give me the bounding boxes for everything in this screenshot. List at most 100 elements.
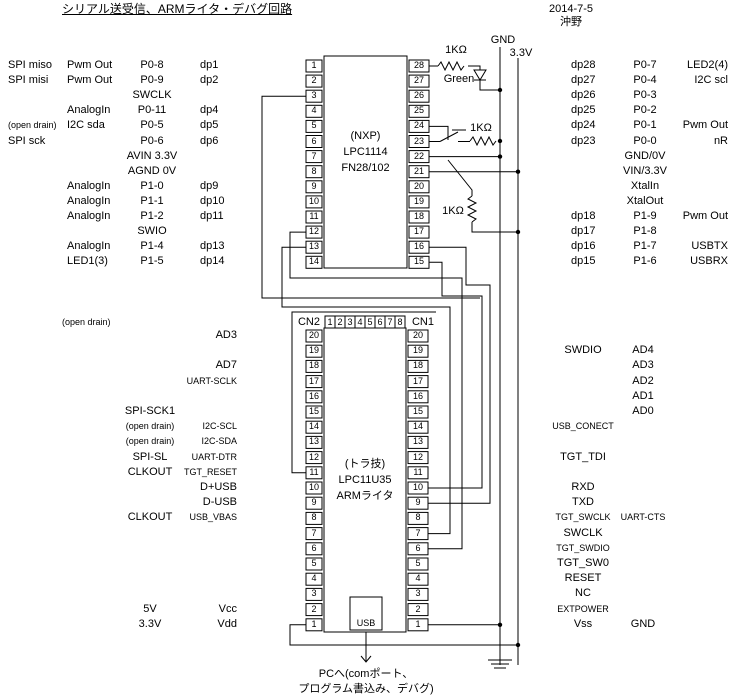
wire-swio bbox=[289, 231, 463, 550]
chip1-right-pin-number: 28 bbox=[413, 60, 425, 70]
chip1-left-pin-number: 2 bbox=[311, 75, 317, 86]
chip1-right-port: P0-2 bbox=[633, 104, 657, 117]
chip2-right-func-b: GND bbox=[630, 617, 656, 630]
chip2-left-pin bbox=[305, 527, 323, 541]
chip1-right-port: P0-7 bbox=[633, 59, 657, 71]
chip1-left-pin-number: 10 bbox=[308, 195, 320, 206]
led-label: Green bbox=[443, 73, 475, 85]
chip2-right-func-a: SWCLK bbox=[563, 526, 603, 539]
dip-switch-number: 4 bbox=[357, 317, 363, 327]
chip1-left-port: AVIN 3.3V bbox=[126, 149, 178, 162]
chip1-right-port: XtalIn bbox=[630, 179, 660, 192]
chip1-left-pin-number: 13 bbox=[308, 241, 320, 252]
chip1-right-pin-number: 21 bbox=[413, 165, 425, 176]
chip1-left-dp: dp13 bbox=[200, 240, 225, 253]
chip2-left-pin bbox=[305, 557, 323, 571]
chip1-left-pin-number: 11 bbox=[309, 211, 319, 221]
chip2-right-pin bbox=[407, 390, 429, 404]
chip2-right-pin bbox=[407, 511, 429, 525]
chip1-left-func1: SPI miso bbox=[8, 59, 53, 71]
dip-switch-number: 6 bbox=[377, 317, 383, 327]
resistor-r1 bbox=[437, 60, 465, 72]
push-switch bbox=[439, 131, 459, 142]
chip2-left-pin bbox=[305, 451, 323, 465]
junction-dot bbox=[515, 229, 521, 235]
chip1-left-pin-number: 5 bbox=[311, 120, 317, 131]
chip1-left-pin-number: 3 bbox=[311, 90, 317, 101]
chip1-left-pin bbox=[305, 59, 323, 73]
chip1-name-line: FN28/102 bbox=[341, 162, 390, 174]
chip1-left-pin bbox=[305, 210, 323, 224]
chip2-left-func-a: CLKOUT bbox=[127, 511, 173, 524]
chip2-left-pin-number: 14 bbox=[308, 421, 320, 432]
chip2-right-pin bbox=[407, 420, 429, 434]
chip2-right-pin-number: 5 bbox=[415, 558, 421, 568]
wire bbox=[447, 159, 473, 196]
dip-switch-number: 3 bbox=[347, 317, 353, 327]
chip1-left-pin bbox=[305, 180, 323, 194]
chip1-right-dp: dp27 bbox=[571, 74, 596, 87]
junction-dot bbox=[515, 169, 521, 174]
chip1-left-pin-number: 8 bbox=[311, 165, 317, 176]
chip2-right-func-a: TXD bbox=[572, 496, 594, 509]
chip2-left-pin-number: 8 bbox=[311, 512, 317, 523]
chip2-left-func-b: UART-SCLK bbox=[186, 375, 237, 386]
chip1-right-pin-number: 23 bbox=[413, 135, 425, 146]
chip1-right-port: VIN/3.3V bbox=[622, 164, 668, 177]
chip1-right-pin bbox=[408, 180, 430, 194]
chip2-left-pin-number: 11 bbox=[309, 466, 319, 477]
wire bbox=[471, 222, 518, 233]
cn2-label: CN2 bbox=[297, 316, 321, 328]
chip2-right-pin-number: 10 bbox=[412, 482, 424, 492]
chip2-left-pin-number: 6 bbox=[311, 542, 317, 553]
chip1-left-dp: dp10 bbox=[200, 194, 225, 207]
chip1-left-pin-number: 1 bbox=[311, 60, 317, 70]
chip2-right-func-b: AD4 bbox=[632, 344, 654, 357]
chip1-left-port: P0-6 bbox=[140, 134, 164, 147]
chip2-left-func-b: I2C-SDA bbox=[201, 436, 237, 447]
dip-switch-number: 7 bbox=[387, 317, 393, 327]
chip1-right-dp: dp26 bbox=[571, 89, 596, 102]
chip1-left-pin bbox=[305, 150, 323, 164]
chip2-left-pin-number: 18 bbox=[308, 360, 320, 371]
wire-pin16-uart bbox=[428, 246, 491, 504]
chip2-right-func-a: RESET bbox=[564, 572, 602, 585]
chip2-right-pin bbox=[407, 435, 429, 449]
chip1-left-port: P0-8 bbox=[140, 59, 164, 71]
junction-dot bbox=[497, 622, 503, 627]
chip2-name-line: LPC11U35 bbox=[338, 474, 392, 486]
chip2-left-pin bbox=[305, 496, 323, 510]
chip2-right-func-a: USB_CONECT bbox=[552, 421, 614, 432]
dip-switch-cell bbox=[394, 315, 406, 329]
chip2-right-pin bbox=[407, 572, 429, 586]
chip2-left-func-b: Vdd bbox=[217, 617, 237, 630]
resistor-r3 bbox=[466, 195, 478, 223]
chip1-right-pin-number: 16 bbox=[413, 241, 425, 252]
chip1-left-pin-number: 9 bbox=[311, 180, 317, 191]
resistor-r3-label: 1KΩ bbox=[442, 205, 464, 217]
chip2-right-pin bbox=[407, 587, 429, 601]
chip1-right-port: GND/0V bbox=[624, 149, 666, 162]
chip2-left-pin bbox=[305, 420, 323, 434]
chip2-right-pin bbox=[407, 359, 429, 373]
chip1-right-pin-number: 19 bbox=[413, 195, 425, 206]
wire bbox=[468, 65, 481, 70]
chip1-left-pin-number: 7 bbox=[311, 150, 317, 161]
chip1-right-pin bbox=[408, 74, 430, 88]
dip-switch-number: 5 bbox=[367, 317, 373, 327]
wire bbox=[479, 80, 500, 91]
chip1-left-func2: I2C sda bbox=[67, 119, 105, 132]
chip2-right-func-a: Vss bbox=[573, 617, 593, 630]
chip1-left-port: P1-0 bbox=[140, 179, 164, 192]
chip1-left-dp: dp14 bbox=[200, 255, 225, 268]
chip2-right-func-a: TGT_SWDIO bbox=[556, 542, 610, 553]
chip1-right-func: Pwm Out bbox=[682, 210, 728, 222]
chip2-left-func-b: D+USB bbox=[200, 481, 237, 493]
chip1-right-port: P0-4 bbox=[633, 74, 657, 87]
chip2-left-pin bbox=[305, 511, 323, 525]
chip2-right-func-a: TGT_TDI bbox=[560, 450, 606, 463]
chip2-right-func-a: NC bbox=[575, 587, 591, 600]
resistor-r2-label: 1KΩ bbox=[470, 122, 492, 134]
